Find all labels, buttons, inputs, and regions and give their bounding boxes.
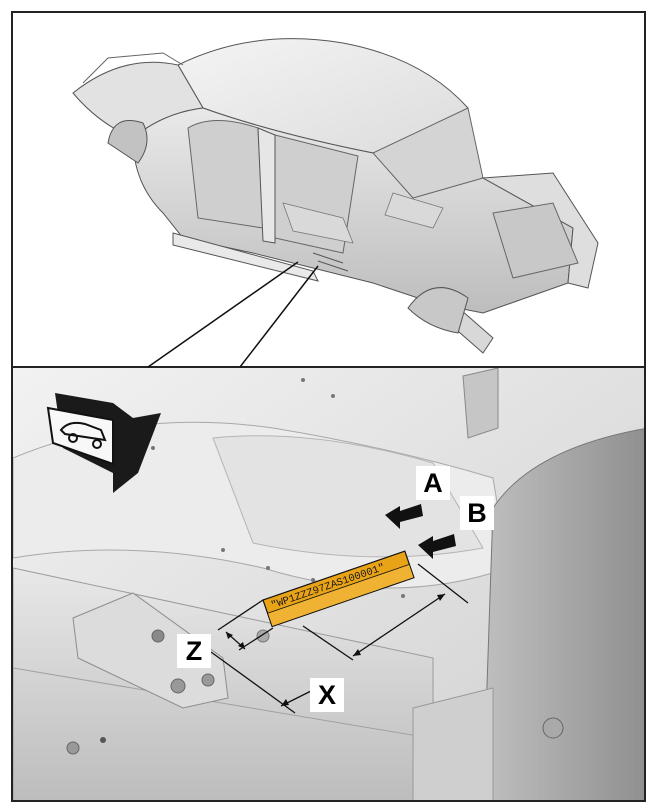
arrow-a-icon <box>385 504 423 529</box>
floor-panel-detail-illustration: "WP1ZZZ97ZAS100001" <box>13 368 644 800</box>
callout-label-a: A <box>416 466 450 500</box>
arrow-b-icon <box>418 534 456 559</box>
callout-label-x: X <box>310 678 344 712</box>
callout-label-z: Z <box>177 634 211 668</box>
body-shell-overview <box>11 11 646 368</box>
vin-plate-detail-view: "WP1ZZZ97ZAS100001" <box>11 366 646 802</box>
car-forward-direction-icon <box>46 393 161 493</box>
callout-label-b: B <box>460 496 494 530</box>
car-body-shell-illustration <box>72 38 599 354</box>
dimension-lines <box>210 563 469 714</box>
